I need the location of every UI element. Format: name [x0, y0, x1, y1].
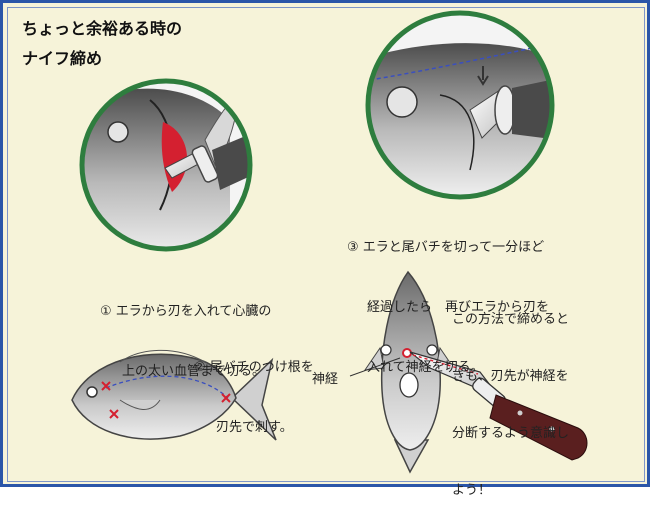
title-line-1: ちょっと余裕ある時の	[22, 19, 183, 38]
fish-eye	[107, 121, 129, 143]
handle-rivet-1	[517, 410, 523, 416]
nerve-label: 神経	[312, 372, 339, 387]
step3-line-3: 入れて神経を切る。	[367, 360, 484, 375]
fish-eye-step3	[386, 86, 418, 118]
fish-body-side	[71, 353, 237, 440]
tail-fin	[230, 357, 277, 441]
page-title: ちょっと余裕ある時の ナイフ締め	[22, 14, 182, 74]
fish-mouth	[399, 372, 419, 398]
knife-handle-step1	[212, 130, 250, 190]
cut-mark-gill	[109, 409, 119, 419]
fish-back-closeup	[368, 43, 552, 197]
front-eye-left	[380, 344, 392, 356]
front-eye-right	[426, 344, 438, 356]
front-fin-left	[363, 346, 385, 371]
note-line-3: 分断するよう意識し	[452, 426, 570, 441]
knife-bolster-step1	[191, 145, 219, 183]
fish-eye-side	[86, 386, 98, 398]
fish-body-front	[380, 270, 441, 451]
step1-line-2: 上の太い血管まで切る。	[122, 364, 266, 379]
step1-caption: ① エラから刃を入れて心臓の 上の太い血管まで切る。	[100, 262, 271, 402]
step2-line-1: ② 尾バチのつけ根を	[194, 360, 314, 375]
side-view-fish	[71, 349, 277, 441]
note-line-4: よう！	[452, 483, 492, 498]
step1-closeup-border	[79, 78, 253, 252]
step3-caption: ③ エラと尾バチを切って一分ほど 経過したら 再びエラから刃を 入れて神経を切る…	[347, 198, 549, 398]
note-line-1: この方法で締めると	[452, 312, 570, 327]
note-line-2: きも、刃先が神経を	[452, 369, 569, 384]
nerve-label-leader	[349, 357, 401, 377]
blade-path	[412, 354, 479, 375]
tip-note: この方法で締めると きも、刃先が神経を 分断するよう意識し よう！	[452, 272, 569, 519]
nerve-dashed-line-side	[105, 375, 229, 399]
frame-inner-border	[7, 7, 645, 482]
step1-closeup-illustration	[79, 78, 253, 252]
step2-line-2: 刃先で刺す。	[216, 420, 293, 435]
step3-line-1: ③ エラと尾バチを切って一分ほど	[347, 240, 545, 255]
knife-handle-front	[489, 394, 588, 461]
step3-line-2: 経過したら 再びエラから刃を	[367, 300, 550, 315]
step3-closeup-border	[365, 10, 555, 200]
gill-line-step3	[439, 94, 475, 171]
dorsal-fin	[119, 349, 206, 363]
front-view-fish	[349, 270, 588, 474]
pectoral-fin-side	[119, 399, 161, 410]
title-line-2: ナイフ締め	[22, 49, 103, 68]
cut-mark-head	[101, 381, 111, 391]
cut-area-red	[161, 122, 188, 192]
down-arrow	[477, 66, 489, 86]
illustrations	[71, 10, 588, 474]
handle-rivet-2	[549, 426, 555, 432]
step1-line-1: ① エラから刃を入れて心臓の	[100, 304, 272, 319]
step3-closeup-illustration	[365, 10, 555, 200]
step2-caption: ② 尾バチのつけ根を 刃先で刺す。	[194, 318, 314, 458]
cut-mark-tail	[221, 393, 231, 403]
